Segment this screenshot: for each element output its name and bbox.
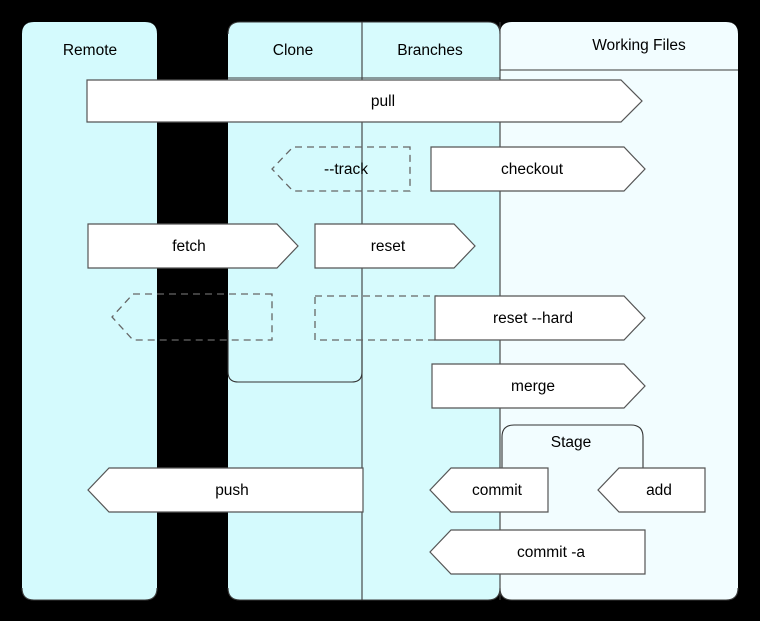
- arrow-commit-a-label: commit -a: [517, 544, 585, 561]
- arrow-commit[interactable]: commit: [429, 467, 549, 513]
- arrow-commit-label: commit: [472, 482, 523, 499]
- stage-label: Stage: [551, 434, 592, 451]
- arrow-fetch-shape: [87, 223, 299, 269]
- column-label-working-files: Working Files: [592, 37, 686, 54]
- stage-box: [501, 424, 644, 495]
- arrow-checkout-shape: [430, 146, 646, 192]
- arrow-ghost-left[interactable]: [111, 293, 273, 341]
- arrow-track-label: --track: [324, 161, 368, 178]
- arrow-push[interactable]: push: [87, 467, 364, 513]
- arrow-ghost-left-shape: [111, 293, 273, 341]
- arrow-track-shape: [271, 146, 411, 192]
- arrow-track[interactable]: --track: [271, 146, 411, 192]
- arrow-add-shape: [597, 467, 706, 513]
- arrow-reset-shape: [314, 223, 476, 269]
- arrow-pull-label: pull: [371, 93, 395, 110]
- column-label-branches: Branches: [397, 42, 463, 59]
- outline-branches-top: [362, 21, 501, 35]
- arrow-reset-hard-label: reset --hard: [493, 310, 573, 327]
- outline-working-bottom: [499, 587, 739, 601]
- arrow-add-label: add: [646, 482, 672, 499]
- outline-clone-top: [227, 21, 362, 35]
- arrow-reset-hard-shape: [434, 295, 646, 341]
- column-label-clone: Clone: [273, 42, 314, 59]
- arrow-push-label: push: [215, 482, 249, 499]
- clone-bottom-connector: [227, 330, 363, 383]
- outline-remote-bottom: [21, 587, 158, 601]
- arrow-merge[interactable]: merge: [431, 363, 646, 409]
- lane-clone: [228, 22, 362, 600]
- arrow-pull-shape: [86, 79, 643, 123]
- arrow-commit-a-shape: [429, 529, 646, 575]
- arrow-reset-label: reset: [371, 238, 406, 255]
- column-label-remote: Remote: [63, 42, 117, 59]
- arrow-fetch-label: fetch: [172, 238, 206, 255]
- arrow-pull[interactable]: pull: [86, 79, 643, 123]
- outline-clone-bottom: [227, 587, 362, 601]
- column-labels: Remote Clone Branches Working Files: [63, 37, 686, 59]
- arrow-add[interactable]: add: [597, 467, 706, 513]
- arrow-reset-hard[interactable]: reset --hard: [434, 295, 646, 341]
- arrow-checkout-label: checkout: [501, 161, 564, 178]
- arrow-checkout[interactable]: checkout: [430, 146, 646, 192]
- arrow-reset[interactable]: reset: [314, 223, 476, 269]
- arrow-merge-label: merge: [511, 378, 555, 395]
- arrow-merge-shape: [431, 363, 646, 409]
- lane-remote: [22, 22, 157, 600]
- arrow-fetch[interactable]: fetch: [87, 223, 299, 269]
- arrow-push-shape: [87, 467, 364, 513]
- arrow-commit-a[interactable]: commit -a: [429, 529, 646, 575]
- stage-group: Stage: [501, 424, 644, 495]
- arrow-commit-shape: [429, 467, 549, 513]
